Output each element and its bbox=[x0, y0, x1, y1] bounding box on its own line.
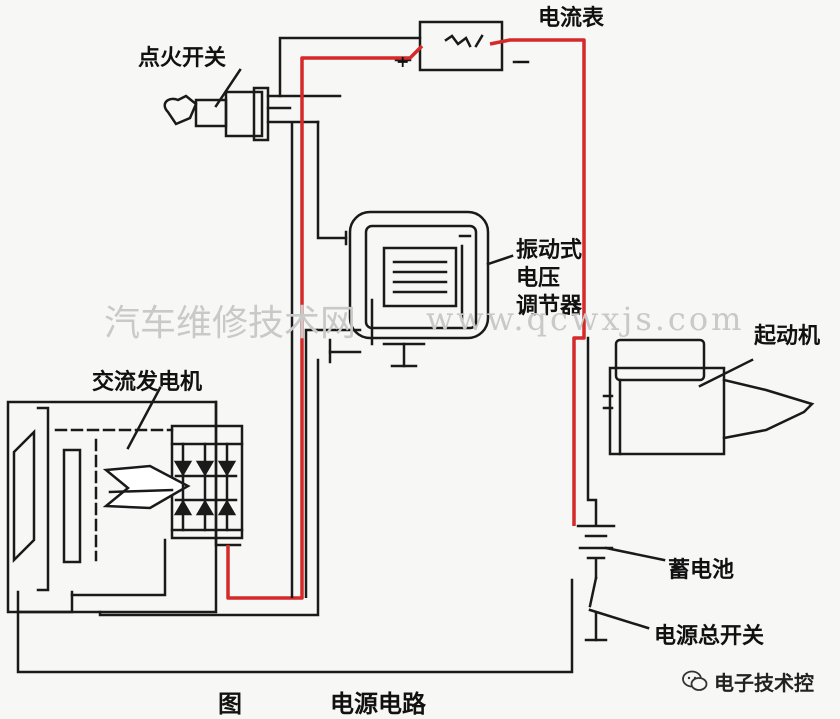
alternator bbox=[6, 400, 244, 614]
ignition-label-leader bbox=[214, 68, 242, 108]
ammeter-plus-sign: + bbox=[396, 52, 410, 71]
label-ammeter: 电流表 bbox=[538, 6, 605, 31]
label-regulator-1: 振动式 bbox=[516, 238, 583, 263]
charging-circuit-wire bbox=[226, 38, 586, 600]
alternator-ground-wiring bbox=[16, 358, 320, 617]
alternator-label-leader bbox=[126, 386, 162, 450]
brand-badge: 电子技术控 bbox=[682, 666, 814, 696]
regulator-wiring bbox=[316, 120, 514, 368]
label-regulator-2: 电压 bbox=[516, 266, 561, 291]
ammeter-minus-sign: − bbox=[516, 52, 530, 71]
starter-motor bbox=[602, 338, 815, 456]
diode-bars bbox=[170, 442, 244, 532]
watermark-cn: 汽车维修技术网 bbox=[104, 303, 357, 344]
label-master-switch: 电源总开关 bbox=[654, 624, 765, 649]
regulator-output-wire bbox=[304, 328, 318, 598]
label-starter: 起动机 bbox=[754, 324, 821, 349]
watermark-url: www.qcwxjs.com bbox=[426, 300, 745, 338]
label-ignition-switch: 点火开关 bbox=[138, 46, 227, 71]
brand-text: 电子技术控 bbox=[714, 670, 814, 695]
label-battery: 蓄电池 bbox=[668, 558, 735, 583]
wechat-icon bbox=[682, 670, 708, 692]
label-regulator-3: 调节器 bbox=[516, 294, 583, 319]
caption-prefix: 图 bbox=[218, 690, 242, 718]
master-switch bbox=[584, 576, 650, 642]
ground-bus bbox=[16, 578, 574, 674]
ammeter bbox=[394, 20, 530, 72]
caption-title: 电源电路 bbox=[330, 690, 426, 718]
battery bbox=[576, 336, 666, 580]
label-alternator: 交流发电机 bbox=[92, 370, 203, 395]
